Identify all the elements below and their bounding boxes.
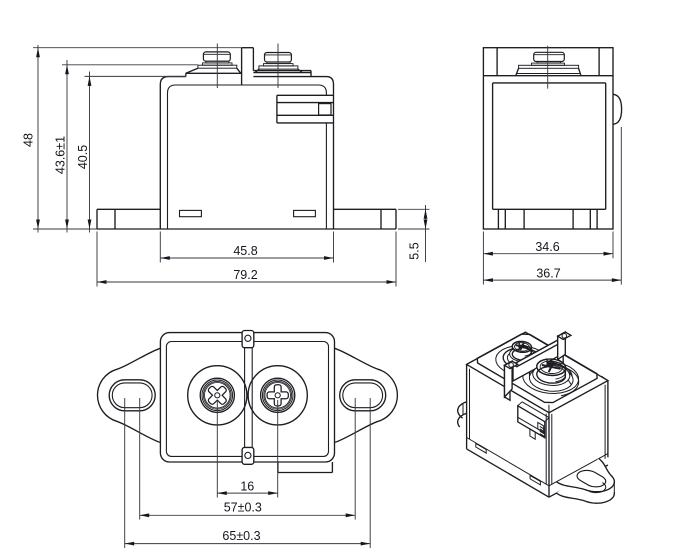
svg-text:48: 48 <box>22 133 36 147</box>
svg-text:40.5: 40.5 <box>76 145 90 169</box>
svg-text:34.6: 34.6 <box>535 240 559 254</box>
svg-text:65±0.3: 65±0.3 <box>222 529 260 543</box>
svg-text:5.5: 5.5 <box>408 242 422 259</box>
svg-text:79.2: 79.2 <box>233 268 257 282</box>
svg-text:16: 16 <box>240 479 254 493</box>
svg-text:36.7: 36.7 <box>536 266 560 280</box>
svg-text:57±0.3: 57±0.3 <box>224 501 262 515</box>
svg-text:45.8: 45.8 <box>233 244 257 258</box>
svg-text:43.6±1: 43.6±1 <box>54 136 68 174</box>
